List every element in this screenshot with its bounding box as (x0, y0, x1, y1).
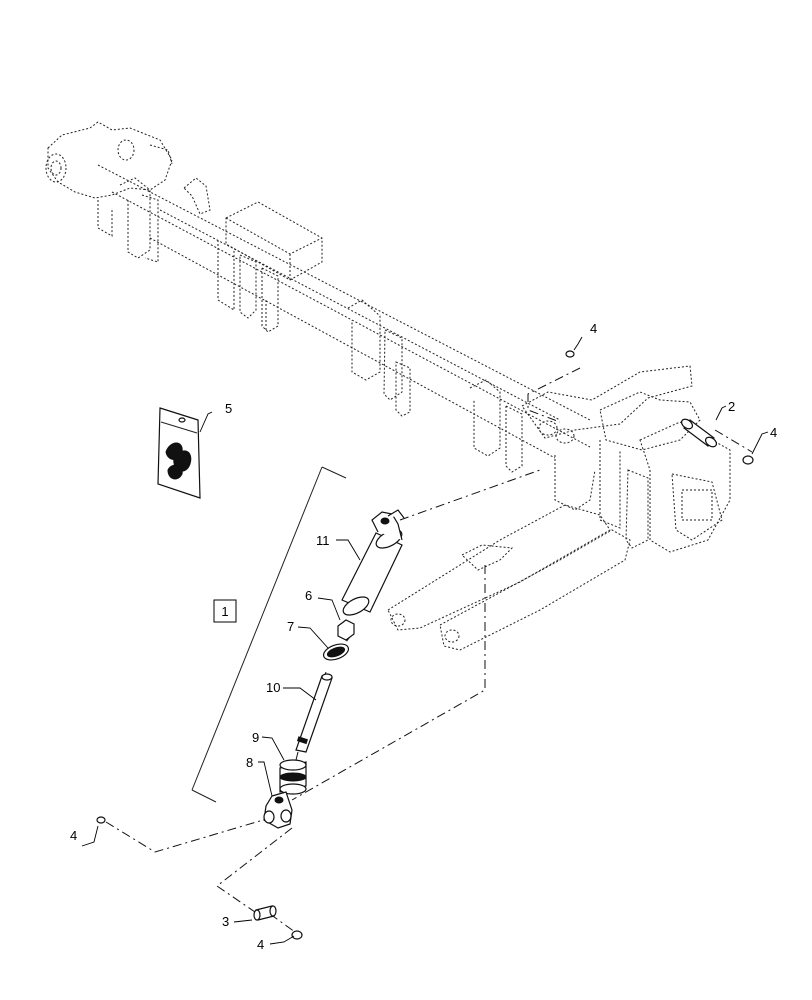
hardware-bag-part-5 (157, 407, 201, 499)
callout-1: 1 (221, 604, 228, 619)
callout-8: 8 (246, 755, 253, 770)
nut-part-6 (337, 619, 355, 641)
rod-clevis-part-8 (263, 791, 293, 829)
callout-6: 6 (305, 588, 312, 603)
pin-part-3 (253, 905, 277, 921)
retaining-ring-part-4 (96, 350, 754, 940)
callout-5: 5 (225, 401, 232, 416)
callout-11: 11 (316, 533, 330, 548)
callout-2: 2 (728, 399, 735, 414)
leader-lines (81, 336, 769, 945)
alignment-lines (105, 367, 753, 933)
callout-4-right: 4 (770, 425, 777, 440)
hydraulic-cylinder-part-11 (341, 509, 405, 616)
toolbar-frame (45, 121, 731, 651)
callout-labels: 1 2 3 4 4 4 4 5 6 7 8 9 10 11 (70, 321, 777, 952)
callout-3: 3 (222, 914, 229, 929)
piston-part-9 (279, 759, 307, 795)
callout-4-left: 4 (70, 828, 77, 843)
piston-rod-part-10 (295, 673, 333, 753)
callout-4-top: 4 (590, 321, 597, 336)
kit-callout-box (213, 599, 237, 623)
callout-4-bottom: 4 (257, 937, 264, 952)
callout-9: 9 (252, 730, 259, 745)
pin-part-2 (680, 418, 718, 448)
kit-bracket (191, 466, 347, 803)
callout-7: 7 (287, 619, 294, 634)
gland-part-7 (322, 643, 350, 661)
callout-10: 10 (266, 680, 280, 695)
